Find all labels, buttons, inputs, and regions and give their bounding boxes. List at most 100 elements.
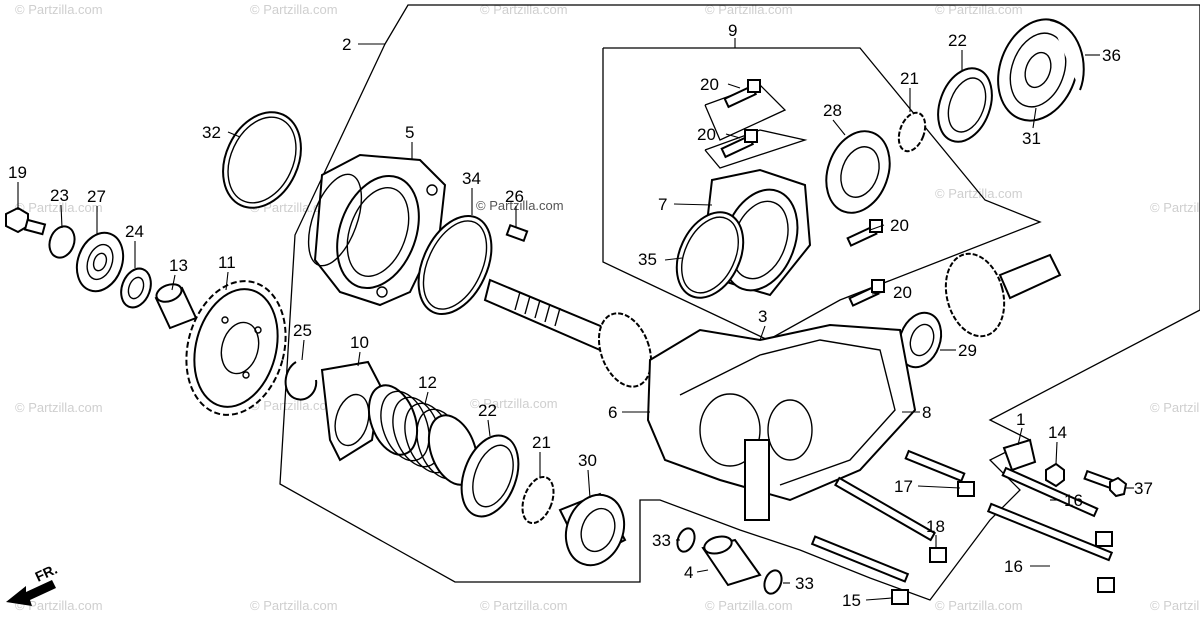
callout-8: 8 [922,403,931,422]
bolt-37 [1083,469,1128,498]
bearing-30 [558,492,627,567]
callout-29: 29 [958,341,977,360]
bolt-16-lower [986,502,1115,593]
lock-washer-21-upper [897,111,927,153]
watermark: © Partzilla.com [15,200,103,215]
ring-gear [944,252,1062,338]
callout-16: 16 [1004,557,1023,576]
callout-35: 35 [638,250,657,269]
callout-5: 5 [405,123,414,142]
callout-36: 36 [1102,46,1121,65]
callout-7: 7 [658,195,667,214]
pinion-shaft [483,278,653,388]
bolt-20-a [723,79,761,109]
watermark: © Partzilla.com [480,598,568,613]
bolt-20-d [848,279,885,307]
callout-28: 28 [823,101,842,120]
bearing-27 [75,231,125,293]
o-ring-32 [222,111,302,209]
callout-21: 21 [900,69,919,88]
callout-15: 15 [842,591,861,610]
watermark: © Partzilla.com [935,186,1023,201]
callout-17: 17 [894,477,913,496]
spring-12 [367,384,479,486]
frame-20-bolts-2 [704,129,808,169]
bolt-20-b [720,129,758,159]
watermark: © Partzilla.com [935,2,1023,17]
callout-2: 2 [342,35,351,54]
callout-13: 13 [169,256,188,275]
washer-24-hole [127,276,145,300]
bolt-20-c [846,219,883,247]
callout-23: 23 [50,186,69,205]
watermark: © Partzilla.com [250,598,338,613]
dowel-pin-26 [505,223,529,243]
plate-1 [1002,438,1037,472]
callouts: 2 9 20 20 20 20 22 36 21 28 31 32 5 34 2… [8,21,1153,610]
callout-14: 14 [1048,423,1067,442]
callout-33: 33 [795,574,814,593]
bolt-15 [810,535,910,605]
o-ring-34-inner [422,220,488,310]
watermark: © Partzilla.com [250,398,338,413]
cam-10 [320,360,382,462]
parts [5,18,1128,605]
callout-30: 30 [578,451,597,470]
watermark: © Partzilla.com [15,2,103,17]
leader-lines [17,38,1134,601]
callout-18: 18 [926,517,945,536]
frame-9 [602,47,1042,341]
callout-19: 19 [8,163,27,182]
callout-31: 31 [1022,129,1041,148]
o-ring-34 [417,214,493,316]
snap-ring-36 [1049,19,1085,91]
o-ring-32-inner [227,116,297,204]
watermark: © Partzilla.com [480,2,568,17]
final-drive-case-3 [646,323,917,521]
callout-25: 25 [293,321,312,340]
callout-12: 12 [418,373,437,392]
bolt-18 [834,476,947,563]
callout-22: 22 [478,401,497,420]
collar-13 [154,283,198,330]
lock-washer-21-lower [521,475,555,525]
callout-24: 24 [125,222,144,241]
watermark: © Partzilla.com [1150,598,1200,613]
watermarks: © Partzilla.com © Partzilla.com © Partzi… [15,2,1200,613]
callout-21: 21 [532,433,551,452]
collar-4 [701,535,762,587]
lock-nut-22-upper [937,67,993,143]
callout-1: 1 [1016,410,1025,429]
callout-22: 22 [948,31,967,50]
direction-label: FR. [33,561,60,585]
bolt-16-upper [1001,466,1113,547]
o-ring-33-upper [676,527,696,553]
callout-34: 34 [462,169,481,188]
o-ring-35-inner [681,216,739,294]
callout-4: 4 [684,563,693,582]
callout-32: 32 [202,123,221,142]
watermark: © Partzilla.com [250,200,338,215]
callout-10: 10 [350,333,369,352]
lock-nut-22-lower [460,434,520,518]
bolt-17 [904,449,975,497]
callout-20: 20 [697,125,716,144]
watermark: © Partzilla.com [705,598,793,613]
callout-11: 11 [218,253,236,272]
watermark: © Partzilla.com [1150,200,1200,215]
watermark: © Partzilla.com [15,400,103,415]
circlip-25 [284,361,318,401]
washer-23 [48,225,76,259]
callout-20: 20 [893,283,912,302]
callout-33: 33 [652,531,671,550]
watermark: © Partzilla.com [935,598,1023,613]
callout-27: 27 [87,187,106,206]
callout-26: 26 [505,187,524,206]
bearing-28 [825,130,891,214]
watermark-center: © Partzilla.com [476,198,564,213]
callout-3: 3 [758,307,767,326]
watermark: © Partzilla.com [15,598,103,613]
o-ring-33-lower [763,569,783,595]
watermark: © Partzilla.com [705,2,793,17]
